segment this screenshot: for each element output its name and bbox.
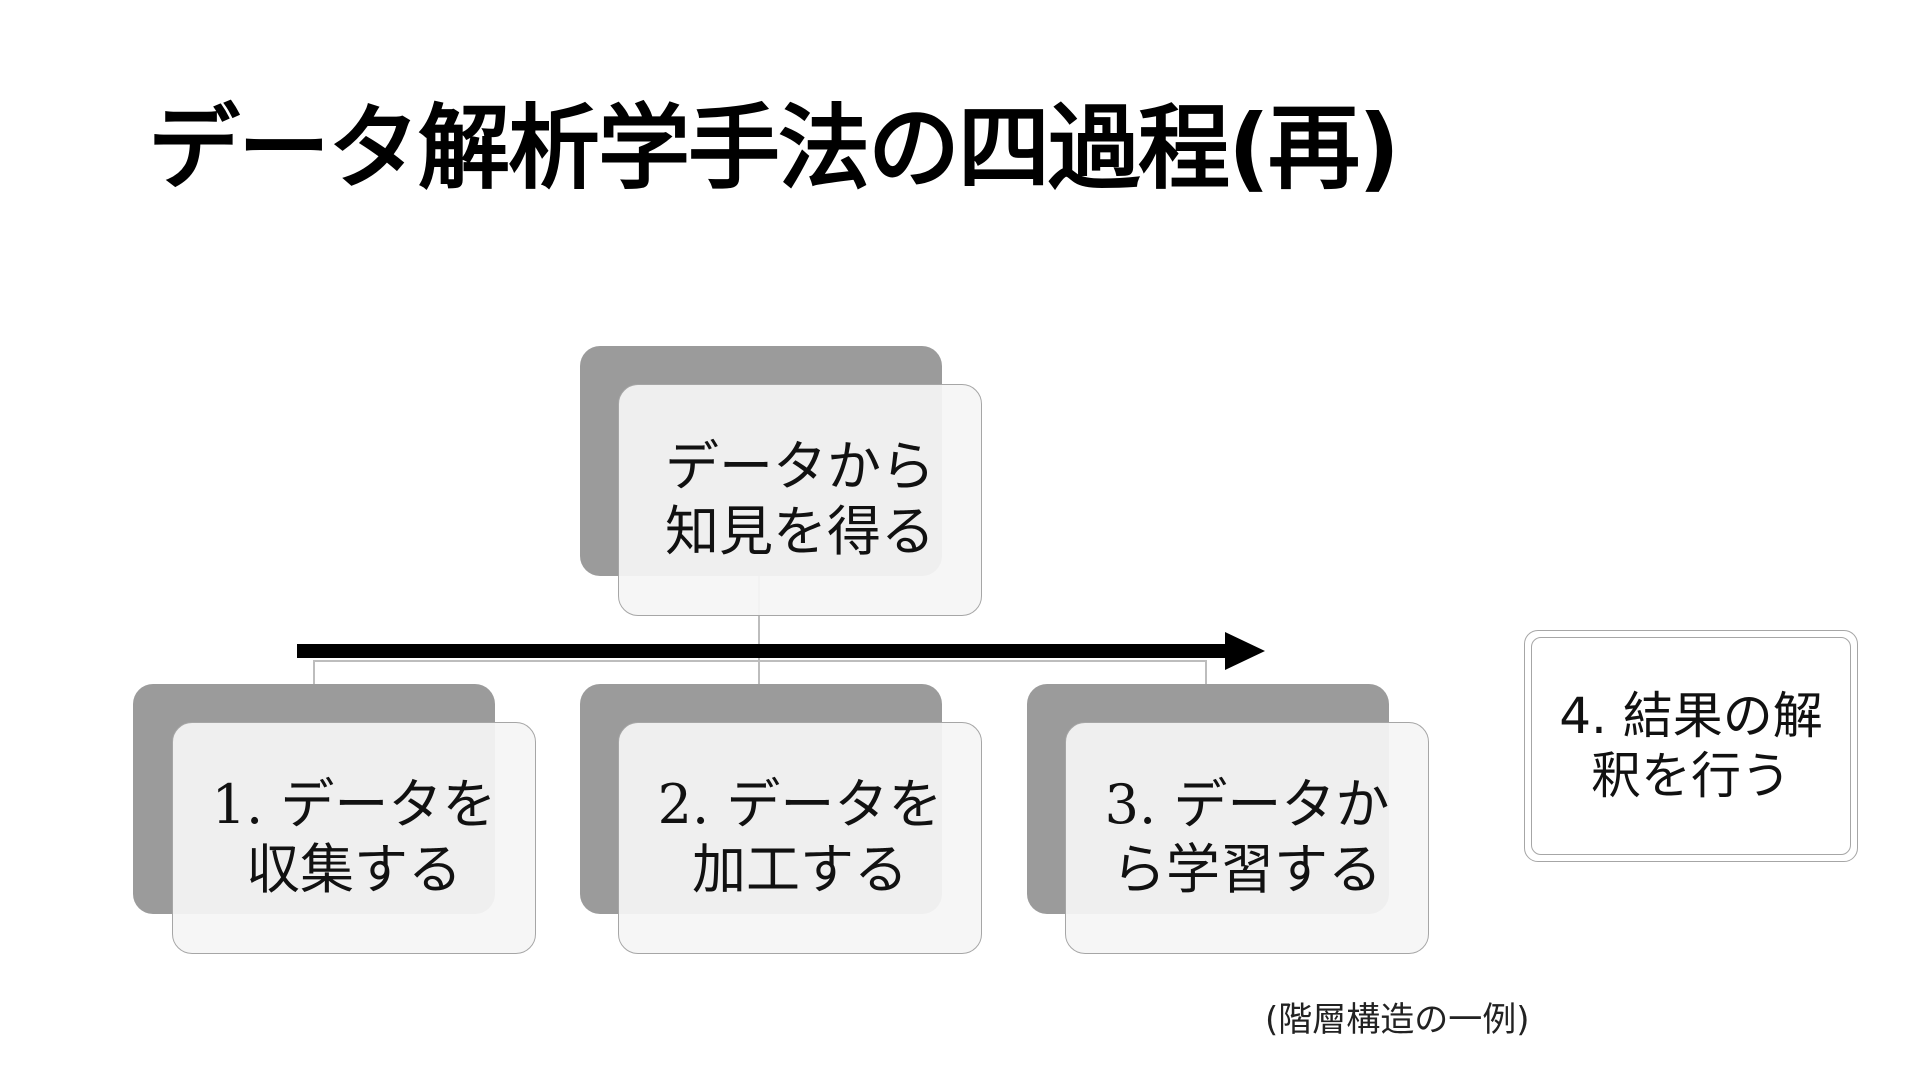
slide-title: データ解析学手法の四過程(再)	[148, 95, 1400, 202]
process-arrow-head	[1225, 632, 1265, 670]
step-4-box-inner: 4. 結果の解 釈を行う	[1531, 637, 1851, 855]
connector-root-to-bar	[758, 575, 760, 685]
process-arrow-shaft	[297, 644, 1227, 658]
step-3-node: 3. データか ら学習する	[1065, 722, 1429, 954]
caption: (階層構造の一例)	[1265, 1000, 1530, 1040]
step-4-box: 4. 結果の解 釈を行う	[1524, 630, 1858, 862]
connector-step-1	[313, 660, 315, 685]
root-node-label: データから 知見を得る	[665, 435, 935, 563]
step-2-label: 2. データを 加工する	[657, 773, 943, 901]
step-1-node: 1. データを 収集する	[172, 722, 536, 954]
step-3-label: 3. データか ら学習する	[1104, 773, 1390, 901]
connector-step-3	[1205, 660, 1207, 685]
step-2-node: 2. データを 加工する	[618, 722, 982, 954]
root-node: データから 知見を得る	[618, 384, 982, 616]
connector-bar	[313, 660, 1207, 662]
step-4-label: 4. 結果の解 釈を行う	[1559, 687, 1823, 805]
step-1-label: 1. データを 収集する	[211, 773, 497, 901]
